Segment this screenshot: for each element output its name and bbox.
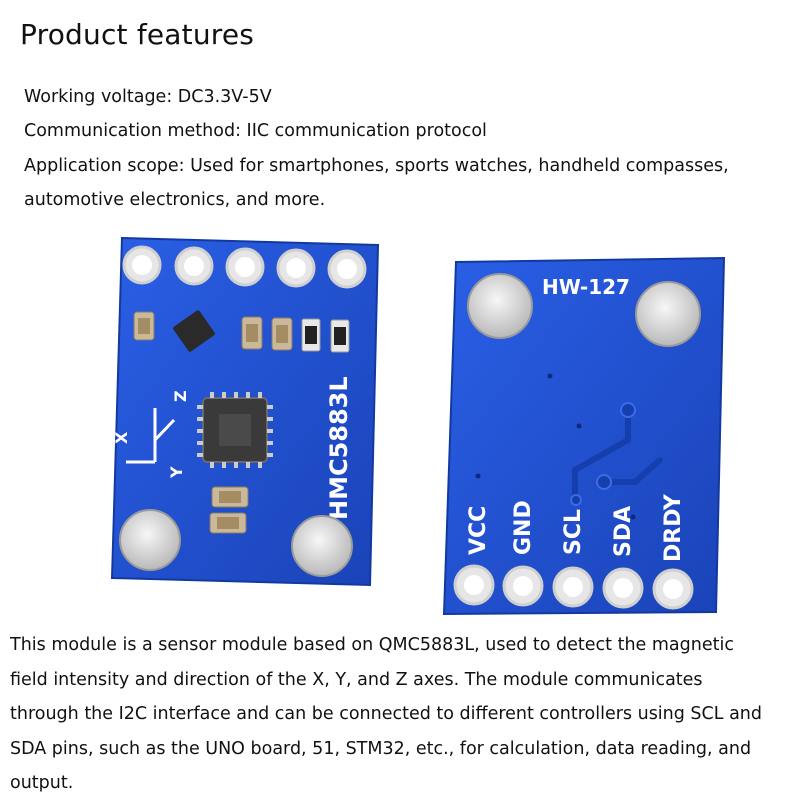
description-line-1: This module is a sensor module based on … [10,635,734,655]
model-label: HW-127 [542,275,630,299]
axis-label-z: Z [171,390,190,402]
product-photo: X Y Z HMC5883L HW-127 [110,236,726,616]
description-line-4: SDA pins, such as the UNO board, 51, STM… [10,738,752,759]
description-line-5: output. [10,773,74,793]
pin-label-vcc: VCC [466,506,491,555]
chip-label: HMC5883L [325,376,353,520]
back-mount-hole-left [467,273,533,339]
description-line-3: through the I2C interface and can be con… [10,704,762,724]
spec-application-line-2: automotive electronics, and more. [24,190,326,210]
front-components [133,310,350,534]
chip-ic [197,392,273,468]
back-pin-holes [453,564,694,610]
axis-label-y: Y [167,466,186,479]
pin-label-gnd: GND [511,500,536,555]
front-pin-holes [122,245,367,289]
back-mount-hole-right [635,281,701,347]
axis-label-x: X [112,431,131,444]
front-mounting-holes [119,509,353,577]
description-line-2: field intensity and direction of the X, … [10,669,703,690]
spec-voltage: Working voltage: DC3.3V-5V [24,87,272,107]
pin-label-drdy: DRDY [661,493,686,562]
back-board: HW-127 VCC GND SCL SDA DRDY [442,256,726,616]
pin-label-scl: SCL [561,509,586,555]
spec-communication: Communication method: IIC communication … [24,121,487,141]
back-vias [570,402,636,506]
product-description: This module is a sensor module based on … [10,628,790,801]
axis-marker [126,408,176,464]
spec-application-line-1: Application scope: Used for smartphones,… [24,156,729,176]
pin-label-sda: SDA [611,506,636,557]
front-board: X Y Z HMC5883L [110,236,380,587]
page-title: Product features [20,18,255,51]
spec-application: Application scope: Used for smartphones,… [24,149,729,217]
